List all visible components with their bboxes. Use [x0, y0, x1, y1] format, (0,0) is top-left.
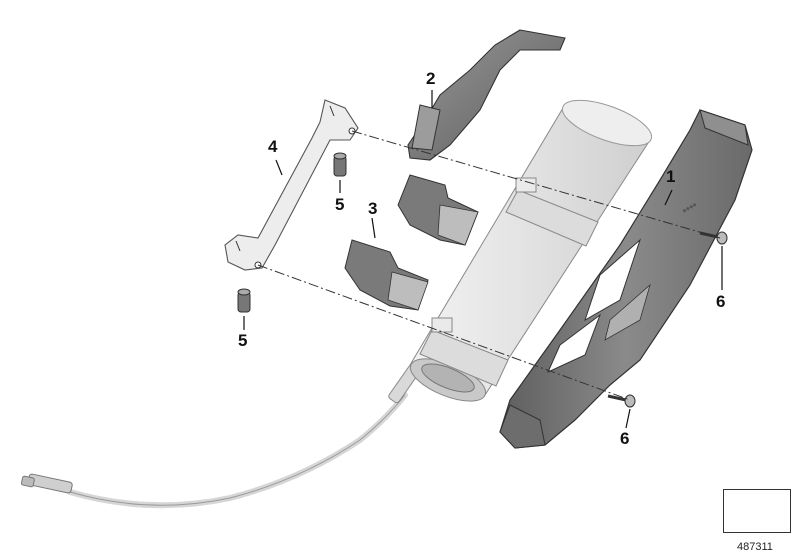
part-1-cover	[499, 109, 753, 449]
callout-6-upper: 6	[716, 292, 726, 311]
callout-5-upper: 5	[335, 195, 345, 214]
callout-4: 4	[268, 137, 278, 156]
callout-6-lower: 6	[620, 429, 630, 448]
callout-leaders	[243, 90, 723, 429]
callout-1: 1	[666, 167, 676, 186]
diagram-reference-number: 487311	[737, 541, 773, 553]
callout-3: 3	[368, 199, 378, 218]
part-5-screw-lower	[237, 288, 251, 313]
callout-2: 2	[426, 69, 436, 88]
part-6-screw-lower	[607, 394, 636, 408]
part-5-screw-upper	[333, 152, 347, 177]
assembly-guide-lines	[257, 130, 721, 401]
part-4-plate	[224, 99, 359, 271]
part-3-clamp-half	[344, 239, 429, 311]
hose-line	[20, 364, 420, 509]
part-2-bracket	[407, 29, 566, 161]
clamp-half-upper	[397, 174, 479, 246]
orientation-icon-frame	[723, 489, 791, 533]
callout-5-lower: 5	[238, 331, 248, 350]
shock-cylinder	[409, 99, 653, 402]
part-6-screw-upper	[699, 231, 728, 245]
